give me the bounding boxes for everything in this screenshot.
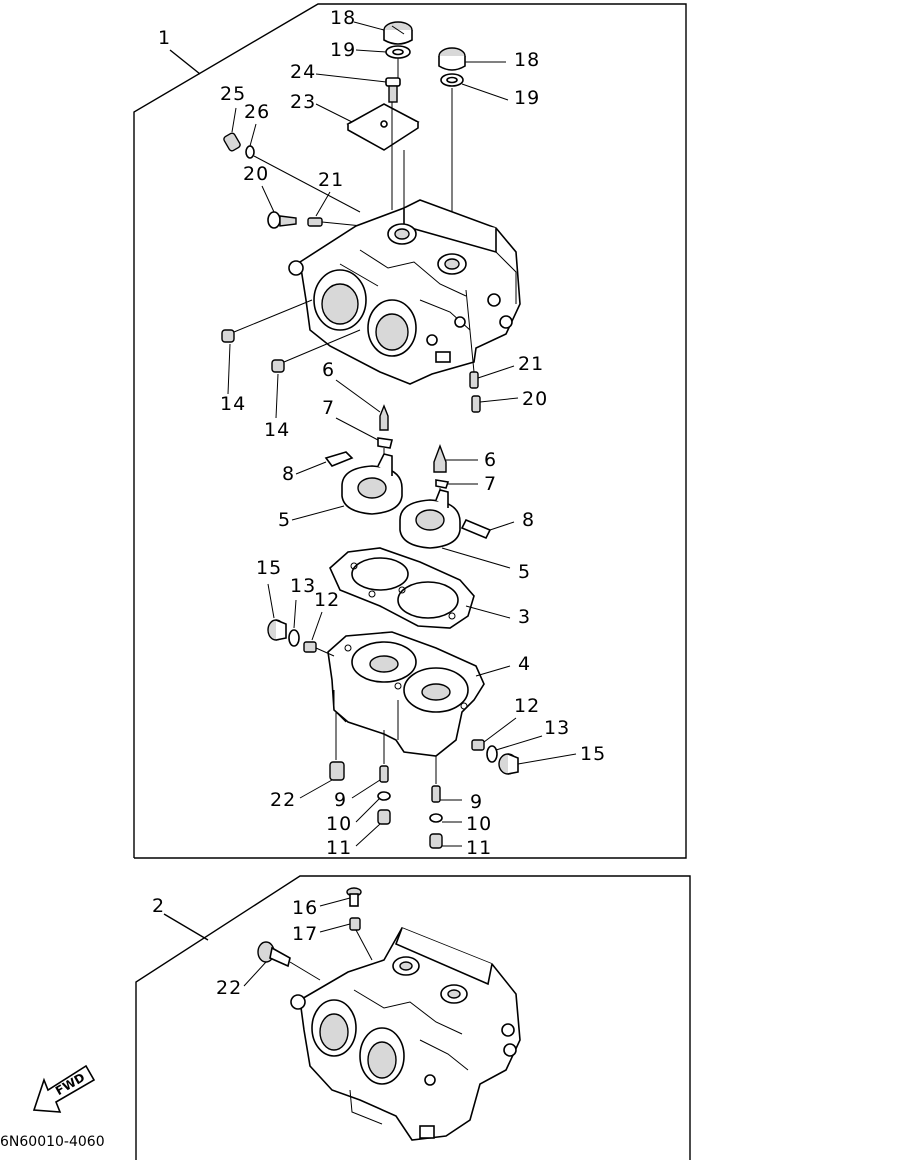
callout-c9a: 9 — [334, 789, 347, 811]
callout-c3: 3 — [518, 606, 531, 628]
clip-7-left — [335, 417, 393, 449]
float-chamber-4 — [327, 631, 511, 757]
callout-c20b: 20 — [522, 388, 548, 410]
callout-c10b: 10 — [466, 813, 492, 835]
plug-11-right — [429, 833, 462, 849]
screw-14-right — [271, 329, 361, 419]
callout-c13a: 13 — [290, 575, 316, 597]
plug-11-left — [355, 809, 391, 847]
callout-c25: 25 — [220, 83, 246, 105]
screw-25 — [223, 107, 241, 152]
callout-c9b: 9 — [470, 791, 483, 813]
screw-24 — [315, 73, 401, 103]
assembly-label-asm2: 2 — [152, 895, 165, 917]
washer-10-right — [429, 813, 462, 823]
callout-c18b: 18 — [514, 49, 540, 71]
carburetor-body-upper — [288, 199, 521, 385]
pin-8-left — [295, 451, 354, 475]
callout-c14a: 14 — [220, 393, 246, 415]
callout-c7a: 7 — [322, 397, 335, 419]
washer-10-left — [355, 791, 391, 823]
jet-12-left — [303, 611, 335, 657]
o-ring-13-right — [486, 735, 543, 763]
main-jet-9-left — [351, 765, 389, 799]
callout-c21a: 21 — [318, 169, 344, 191]
callout-c5b: 5 — [518, 561, 531, 583]
callout-c16: 16 — [292, 897, 318, 919]
fwd-arrow — [32, 1064, 96, 1113]
callout-c20a: 20 — [243, 163, 269, 185]
callout-c26: 26 — [244, 101, 270, 123]
screw-15-left — [267, 583, 287, 641]
screw-20-right — [471, 395, 519, 413]
callout-c6b: 6 — [484, 449, 497, 471]
callout-c11a: 11 — [326, 837, 352, 859]
callout-c12a: 12 — [314, 589, 340, 611]
washer-26 — [245, 123, 361, 213]
callout-c17: 17 — [292, 923, 318, 945]
callout-c10a: 10 — [326, 813, 352, 835]
callout-c14b: 14 — [264, 419, 290, 441]
gasket-3 — [329, 547, 511, 629]
screw-16 — [319, 887, 362, 907]
o-ring-13-left — [288, 599, 300, 647]
callout-c12b: 12 — [514, 695, 540, 717]
screw-22-upper — [299, 761, 345, 799]
plug-18-right — [438, 47, 506, 71]
float-5-left — [291, 453, 403, 521]
clip-7-right — [435, 479, 478, 489]
callout-c15a: 15 — [256, 557, 282, 579]
screw-20-top — [261, 185, 297, 229]
spring-21-top — [307, 191, 363, 227]
callout-c15b: 15 — [580, 743, 606, 765]
callout-c23: 23 — [290, 91, 316, 113]
washer-19-right — [440, 73, 509, 101]
screw-22-lower — [243, 941, 321, 987]
callout-c6a: 6 — [322, 359, 335, 381]
needle-valve-6-left — [335, 379, 389, 431]
callout-c24: 24 — [290, 61, 316, 83]
float-5-right — [399, 489, 511, 569]
washer-19-left — [355, 45, 411, 59]
callout-c19a: 19 — [330, 39, 356, 61]
jet-12-right — [471, 717, 517, 751]
screw-14-left — [221, 299, 313, 395]
callout-c5a: 5 — [278, 509, 291, 531]
spring-17 — [319, 917, 373, 961]
cover-plate-23 — [315, 103, 420, 151]
callout-c8b: 8 — [522, 509, 535, 531]
carburetor-assembly-2 — [290, 926, 521, 1141]
callout-c21b: 21 — [518, 353, 544, 375]
drawing-code: 6N60010-4060 — [0, 1134, 105, 1150]
main-jet-9-right — [431, 785, 462, 803]
assembly-2-border — [135, 875, 691, 1160]
callout-c8a: 8 — [282, 463, 295, 485]
spring-21-right — [469, 365, 515, 389]
assembly-label-asm1: 1 — [158, 27, 171, 49]
assembly-1-border — [133, 3, 687, 859]
plug-18-left — [353, 21, 413, 45]
callout-c13b: 13 — [544, 717, 570, 739]
callout-c4: 4 — [518, 653, 531, 675]
screw-15-right — [498, 753, 577, 775]
callout-c22a: 22 — [270, 789, 296, 811]
callout-c18a: 18 — [330, 7, 356, 29]
callout-c7b: 7 — [484, 473, 497, 495]
callout-c19b: 19 — [514, 87, 540, 109]
callout-c22b: 22 — [216, 977, 242, 999]
needle-valve-6-right — [433, 444, 478, 473]
callout-c11b: 11 — [466, 837, 492, 859]
pin-8-right — [460, 518, 515, 540]
